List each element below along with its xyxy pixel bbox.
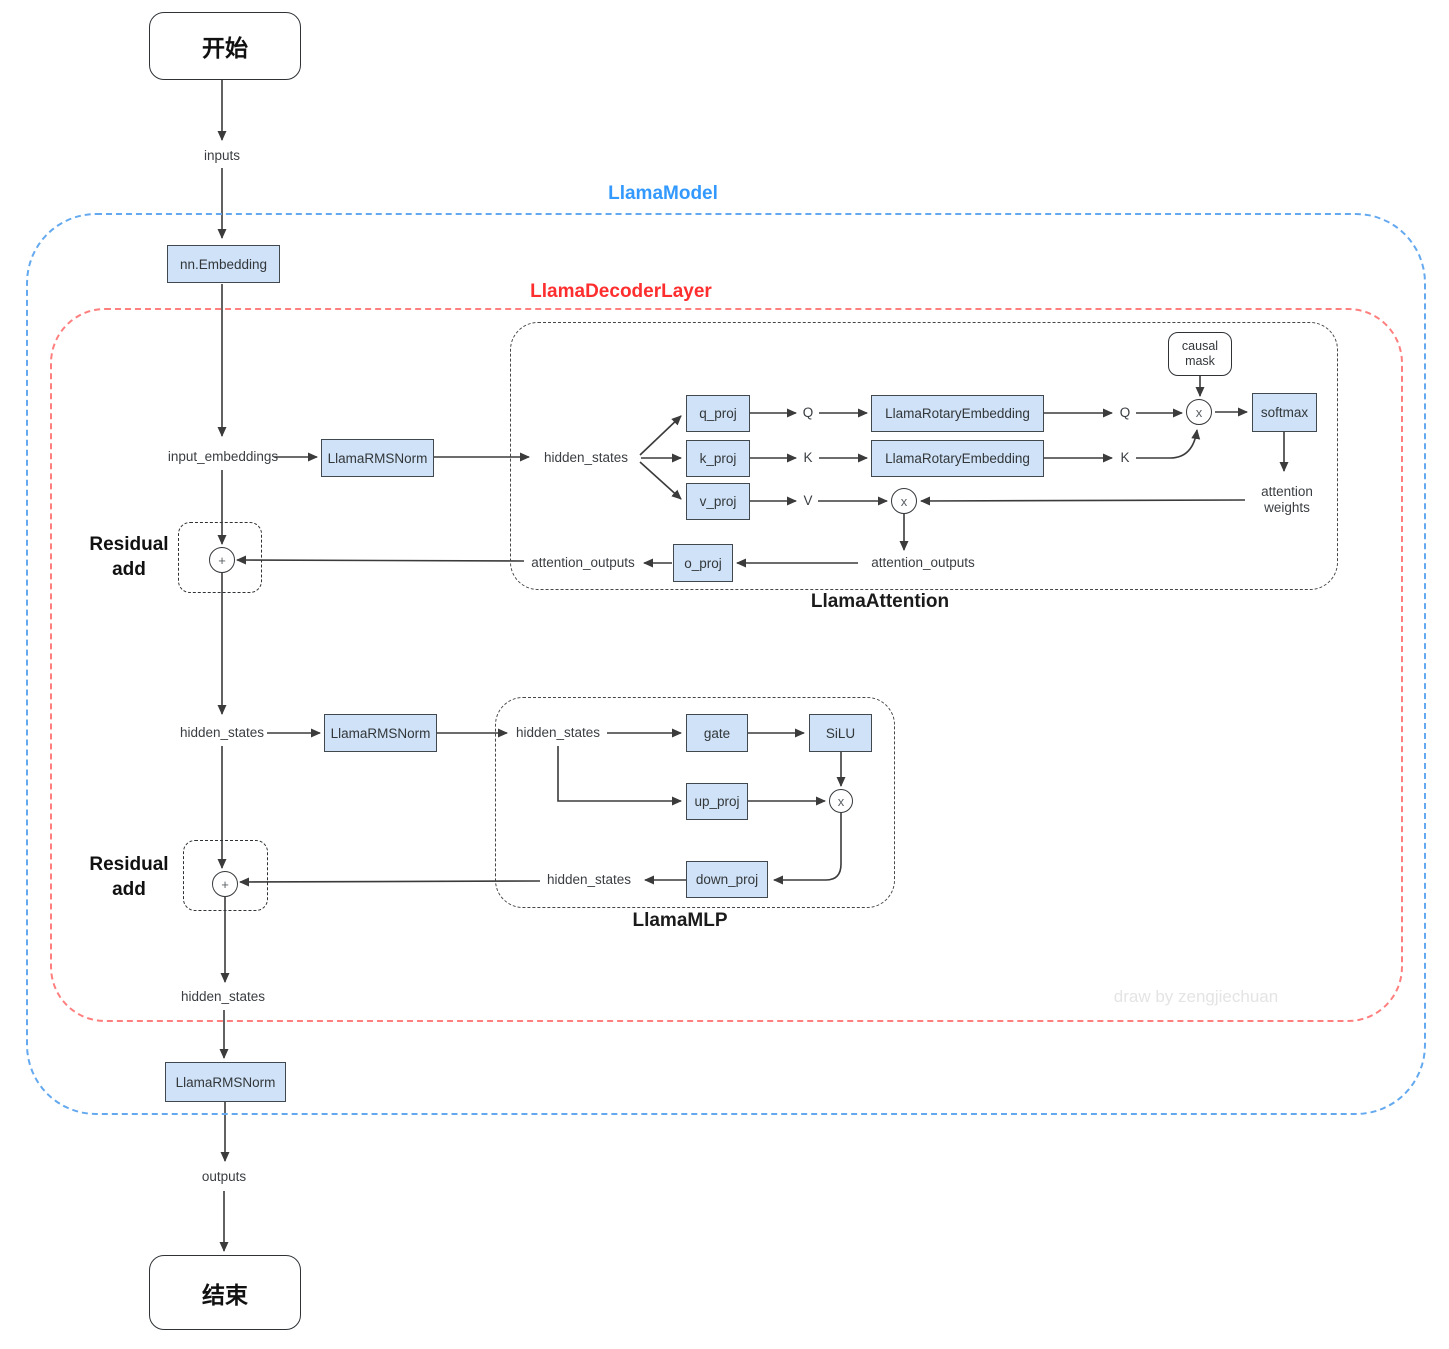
arrow-weights-to-multiply-v: [920, 496, 1246, 506]
q-proj-node: q_proj: [686, 395, 750, 432]
rotary-embedding-node-k: LlamaRotaryEmbedding: [871, 440, 1044, 477]
silu-node: SiLU: [809, 714, 872, 752]
arrow-hidden-to-residual2: [239, 877, 541, 887]
llama-model-label: LlamaModel: [608, 183, 718, 204]
residual-add-operator-1: +: [209, 547, 235, 573]
arrow-attnoutputs-to-residual1: [236, 555, 525, 565]
v-proj-node: v_proj: [686, 483, 750, 520]
k-proj-node: k_proj: [686, 440, 750, 477]
k-label-2: K: [1120, 450, 1130, 465]
final-rmsnorm-node: LlamaRMSNorm: [165, 1062, 286, 1102]
nn-embedding-node: nn.Embedding: [167, 245, 280, 283]
attention-weights-label: attention weights: [1261, 484, 1313, 515]
q-label-2: Q: [1119, 405, 1131, 420]
arrow-multiply-to-downproj: [773, 813, 842, 885]
softmax-node: softmax: [1252, 393, 1317, 432]
hidden-states-attention-label: hidden_states: [543, 450, 629, 465]
watermark-text: draw by zengjiechuan: [1113, 987, 1279, 1006]
rmsnorm-node-1: LlamaRMSNorm: [321, 439, 434, 477]
llama-decoder-layer-label: LlamaDecoderLayer: [530, 281, 712, 302]
multiply-operator-mlp: x: [829, 789, 853, 813]
start-node: 开始: [149, 12, 301, 80]
rmsnorm-node-2: LlamaRMSNorm: [324, 714, 437, 752]
k-label: K: [803, 450, 813, 465]
causal-mask-node: causal mask: [1168, 332, 1232, 376]
llama-model-container: [26, 213, 1426, 1115]
llama-attention-container: [510, 322, 1338, 590]
inputs-label: inputs: [203, 148, 241, 163]
q-label: Q: [802, 405, 814, 420]
attention-outputs-label-inner: attention_outputs: [871, 555, 975, 570]
attention-outputs-label-outer: attention_outputs: [531, 555, 635, 570]
llama-attention-label: LlamaAttention: [810, 591, 950, 612]
input-embeddings-label: input_embeddings: [167, 449, 279, 464]
llama-mlp-label: LlamaMLP: [632, 910, 728, 931]
o-proj-node: o_proj: [673, 544, 733, 582]
multiply-operator-qk: x: [1186, 399, 1212, 425]
arrow-hidden-to-qproj: [639, 415, 682, 456]
end-node: 结束: [149, 1255, 301, 1330]
residual-add-box-1: [178, 522, 262, 593]
residual-add-label-2: Residual add: [89, 854, 169, 900]
llama-mlp-container: [495, 697, 895, 908]
arrow-hidden-to-upproj: [557, 746, 682, 806]
hidden-states-mlp-out-label: hidden_states: [546, 872, 632, 887]
hidden-states-mlp-in-label: hidden_states: [515, 725, 601, 740]
residual-add-box-2: [183, 840, 268, 911]
hidden-states-label-2: hidden_states: [180, 989, 266, 1004]
residual-add-operator-2: +: [212, 871, 238, 897]
multiply-operator-v: x: [891, 488, 917, 514]
up-proj-node: up_proj: [686, 783, 748, 820]
arrow-hidden-to-vproj: [639, 461, 682, 500]
outputs-label: outputs: [201, 1169, 247, 1184]
arrow-k2-to-multiply: [1136, 429, 1201, 459]
hidden-states-label-1: hidden_states: [179, 725, 265, 740]
llama-decoder-layer-container: [50, 308, 1403, 1022]
residual-add-label-1: Residual add: [89, 534, 169, 580]
down-proj-node: down_proj: [686, 861, 768, 898]
gate-node: gate: [686, 714, 748, 752]
rotary-embedding-node-q: LlamaRotaryEmbedding: [871, 395, 1044, 432]
v-label: V: [803, 493, 813, 508]
